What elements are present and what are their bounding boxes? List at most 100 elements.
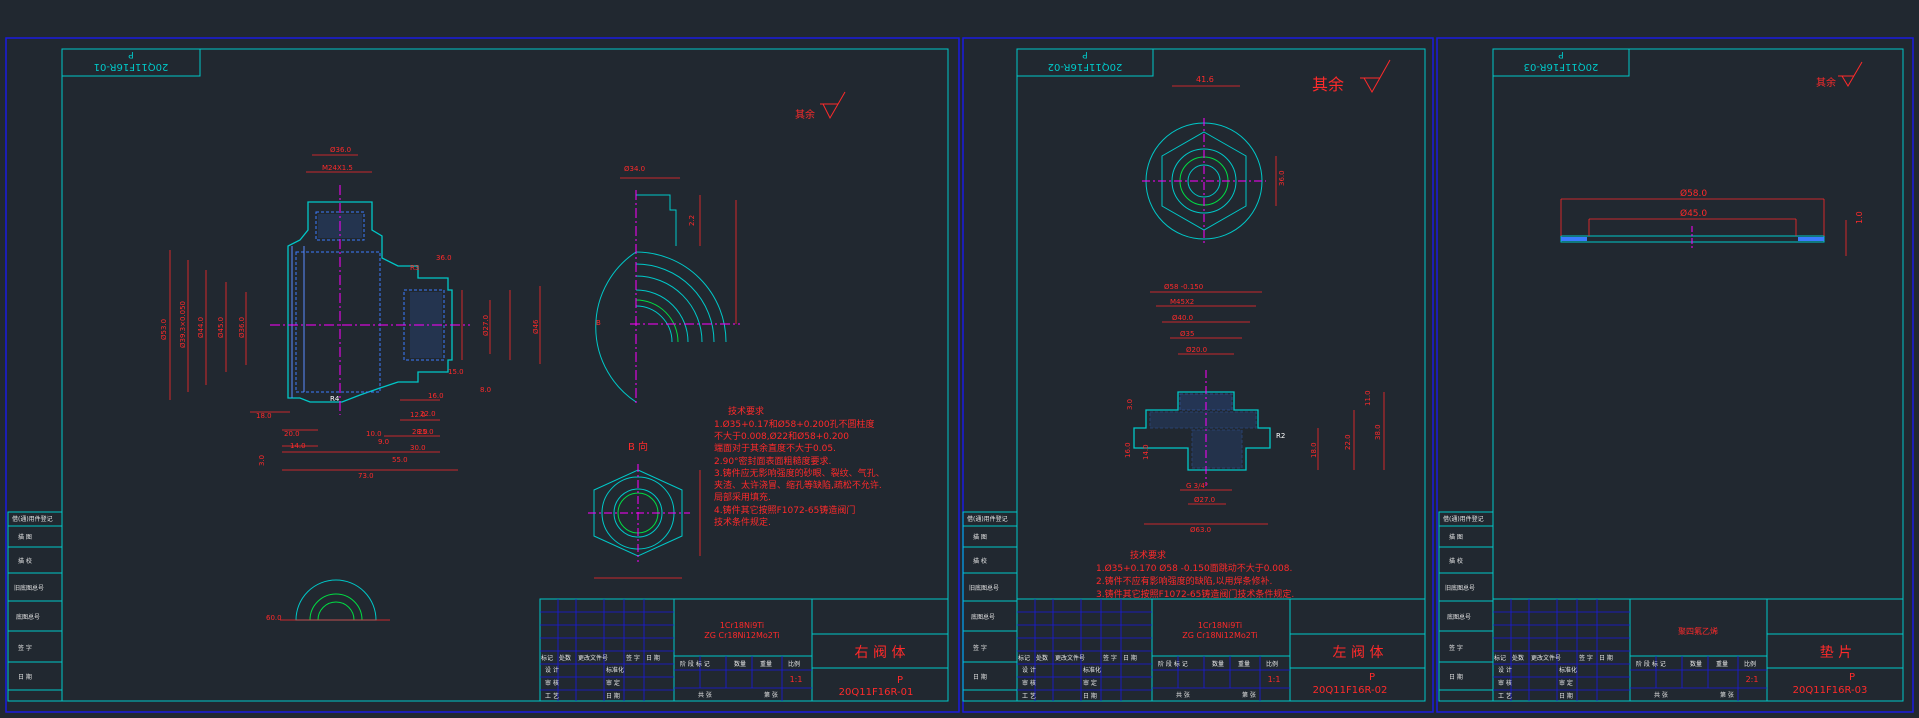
dim-label: 16.0 <box>428 392 444 400</box>
sheet-1: 20Q11F16R-01 P 其余 <box>7 48 949 702</box>
dim-label: Ø27.0 <box>482 315 490 336</box>
tb-cell: 签 字 <box>1103 654 1117 662</box>
dim-label: M45X2 <box>1170 298 1194 306</box>
side-label: 底图总号 <box>971 613 995 621</box>
side-label: 借(通)用件登记 <box>12 515 53 523</box>
tb-cell: 标记 <box>1494 654 1506 662</box>
sheet-1-part-name: 右 阀 体 <box>855 645 906 661</box>
tb-cell: 工 艺 <box>1022 692 1036 700</box>
tb-cell: 数量 <box>734 660 746 668</box>
dim-label: Ø45.0 <box>217 317 225 338</box>
tb-cell: 审 定 <box>1083 679 1097 687</box>
dim-label: 60.0 <box>266 614 282 622</box>
dim-label: R3 <box>410 264 419 272</box>
sheet-3-frame <box>1492 48 1904 702</box>
dim-label: 9.0 <box>378 438 389 446</box>
dim-label: 25.0 <box>418 428 434 436</box>
tb-cell: 设 计 <box>1498 666 1512 674</box>
tb-cell: 审 核 <box>545 679 559 687</box>
tb-cell: 重量 <box>760 660 772 668</box>
dim-label: Ø20.0 <box>1186 346 1207 354</box>
side-label: 描 校 <box>973 557 987 565</box>
dim-label: 41.6 <box>1196 75 1214 84</box>
dim-label: 8.0 <box>480 386 491 394</box>
dim-label: B <box>596 319 601 327</box>
side-label: 旧底图总号 <box>1445 584 1475 592</box>
sheet-1-corner-p: P <box>128 49 134 59</box>
dim-label: 15.0 <box>448 368 464 376</box>
dim-label: 1.0 <box>1855 211 1864 224</box>
sheet-2-p-label: P <box>1369 672 1375 683</box>
dim-label: Ø27.0 <box>1194 496 1215 504</box>
tb-cell: 阶 段 标 记 <box>680 660 710 668</box>
dim-label: 28.0 <box>412 428 428 436</box>
dim-label: Ø46 <box>532 319 540 334</box>
sheet-1-p-label: P <box>897 675 903 686</box>
tb-cell: 审 定 <box>1559 679 1573 687</box>
dim-label: 3.0 <box>1126 399 1134 410</box>
note-line: 技术条件规定. <box>714 516 771 528</box>
side-label: 底图总号 <box>1447 613 1471 621</box>
tb-cell: 比例 <box>1744 660 1756 668</box>
dim-label: 22.0 <box>420 410 436 418</box>
tb-cell: 第 张 <box>1720 691 1734 699</box>
sheet-2-frame <box>1016 48 1426 702</box>
dim-label: M24X1.5 <box>322 164 353 172</box>
dim-label: 36.0 <box>1278 170 1286 186</box>
sheet-3-p-label: P <box>1849 672 1855 683</box>
sheet-1-material-1: 1Cr18Ni9Ti <box>720 621 764 630</box>
dim-label: Ø39.3×0.050 <box>179 301 187 348</box>
tb-cell: 工 艺 <box>545 692 559 700</box>
sheet-2: 20Q11F16R-02 P 其余 41.6 36.0 <box>962 48 1426 702</box>
tb-cell: 数量 <box>1212 660 1224 668</box>
side-label: 借(通)用件登记 <box>967 515 1008 523</box>
sheet-1-corner-tag: 20Q11F16R-01 <box>94 61 169 72</box>
tb-cell: 第 张 <box>1242 691 1256 699</box>
side-label: 日 期 <box>1449 673 1463 681</box>
dim-label: 12.0 <box>410 411 426 419</box>
tb-cell: 日 期 <box>1123 654 1137 662</box>
dim-label: Ø58.0 <box>1680 188 1707 199</box>
sheet-2-side-labels: 借(通)用件登记 描 图 描 校 旧底图总号 底图总号 签 字 日 期 <box>962 511 1018 702</box>
sheet-3-title-block: 标记 处数 更改文件号 签 字 日 期 设 计 审 核 工 艺 标准化 审 定 … <box>1492 598 1904 702</box>
sheet-1-frame <box>61 48 949 702</box>
dim-label: Ø44.0 <box>197 317 205 338</box>
dim-label: Ø63.0 <box>1190 526 1211 534</box>
tb-cell: 共 张 <box>1176 691 1190 699</box>
sheet-1-scale: 1:1 <box>790 675 803 684</box>
side-label: 日 期 <box>18 673 32 681</box>
tb-cell: 设 计 <box>545 666 559 674</box>
sheet-3-corner-tag: 20Q11F16R-03 <box>1524 61 1599 72</box>
tb-cell: 处数 <box>559 654 571 662</box>
note-line: 夹渣、太许浇冒、缩孔等缺陷,疏松不允许. <box>714 479 882 491</box>
dim-label: Ø34.0 <box>624 165 645 173</box>
note-line: 技术要求 <box>1130 549 1166 561</box>
tb-cell: 标记 <box>541 654 553 662</box>
tb-cell: 日 期 <box>606 692 620 700</box>
note-line: 3.铸件其它按照F1072-65铸造阀门技术条件规定. <box>1096 588 1294 600</box>
gasket-section: Ø58.0 Ø45.0 1.0 <box>1560 188 1864 256</box>
dim-label: 36.0 <box>436 254 452 262</box>
tb-cell: 更改文件号 <box>1055 654 1085 662</box>
tb-cell: 标准化 <box>606 666 624 674</box>
tb-cell: 设 计 <box>1022 666 1036 674</box>
sheet-1-title-block: 标记 处数 更改文件号 签 字 日 期 设 计 审 核 工 艺 标准化 审 定 … <box>539 598 949 702</box>
note-line: 不大于0.008,Ø22和Ø58+0.200 <box>714 430 849 442</box>
tb-cell: 日 期 <box>646 654 660 662</box>
sheet-2-corner-p: P <box>1082 49 1088 59</box>
tb-cell: 阶 段 标 记 <box>1636 660 1666 668</box>
roughness-symbol-2 <box>1360 59 1391 94</box>
side-label: 签 字 <box>973 644 987 652</box>
dim-label: R4 <box>330 395 340 403</box>
sheet-3-drawing-no: 20Q11F16R-03 <box>1793 685 1868 696</box>
tb-cell: 工 艺 <box>1498 692 1512 700</box>
sheet-3-part-name: 垫 片 <box>1820 645 1852 661</box>
tb-cell: 共 张 <box>1654 691 1668 699</box>
tb-cell: 比例 <box>788 660 800 668</box>
sheet-3-side-labels: 借(通)用件登记 描 图 描 校 旧底图总号 底图总号 签 字 日 期 <box>1438 511 1494 702</box>
dim-label: 11.0 <box>1364 390 1372 406</box>
sheet-3-corner-p: P <box>1558 49 1564 59</box>
sheet-1-roughness-other: 其余 <box>795 108 815 121</box>
note-line: 3.铸件应无影响强度的砂眼、裂纹、气孔、 <box>714 467 885 479</box>
